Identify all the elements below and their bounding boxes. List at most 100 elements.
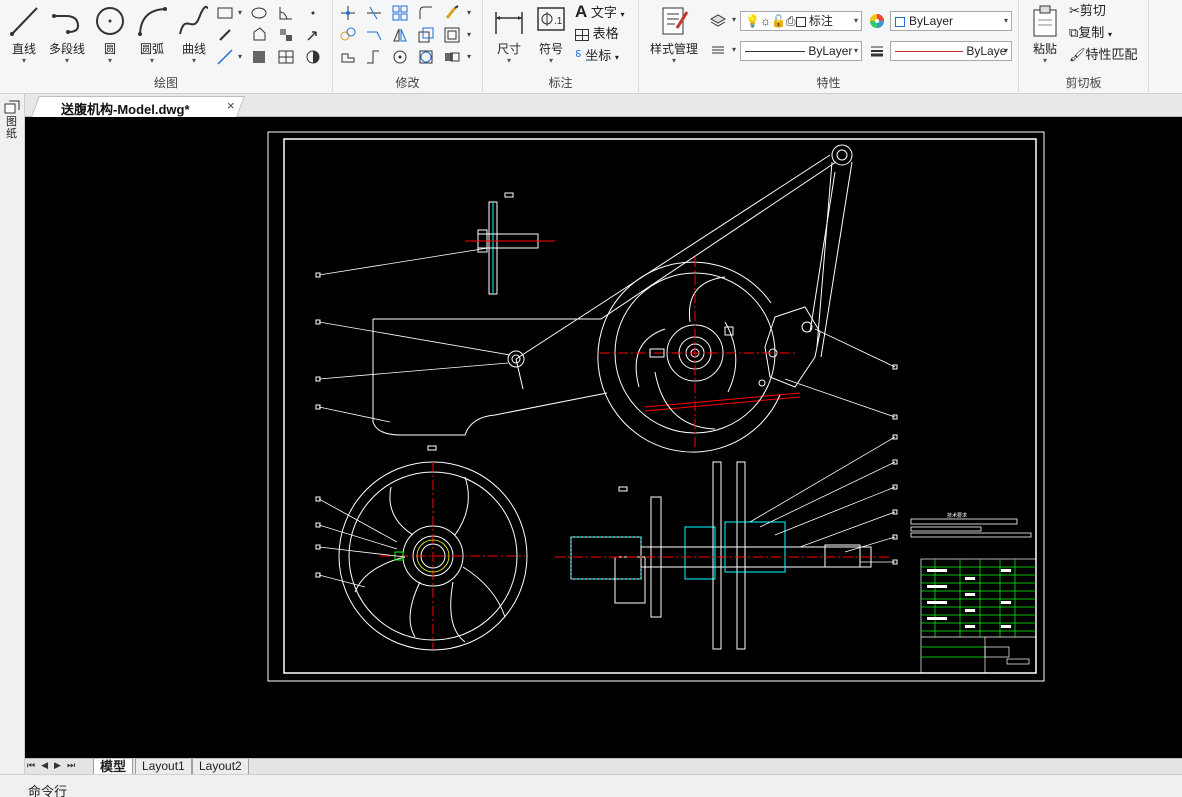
style-manager-button[interactable]: 样式管理 ▾ [643, 4, 705, 66]
layers-icon [709, 14, 727, 27]
chevron-down-icon[interactable]: ▾ [732, 45, 737, 54]
dimension-button[interactable]: 尺寸 ▾ [489, 4, 529, 66]
wipeout-icon [306, 50, 320, 64]
clipboard-panel: 粘贴 ▾ ✂剪切 ⧉复制 ▾ 🖌特性匹配 剪切板 [1019, 0, 1149, 94]
coordinate-button[interactable]: ⸹ 坐标 ▾ [575, 46, 619, 66]
text-button[interactable]: A 文字 ▾ [575, 2, 625, 22]
ellipse-tool[interactable] [250, 4, 270, 22]
copy-objects-icon [340, 27, 356, 41]
boundary-tool[interactable] [250, 48, 270, 66]
wipeout-tool[interactable] [304, 48, 324, 66]
svg-text:.1: .1 [554, 16, 563, 27]
table-button[interactable]: 表格 [575, 24, 619, 44]
extend-icon [367, 31, 382, 41]
tab-layout1[interactable]: Layout1 [135, 759, 192, 775]
rectangle-icon [217, 7, 233, 19]
extend-tool[interactable] [365, 26, 385, 44]
document-tab-label[interactable]: 送腹机构-Model.dwg* [61, 102, 190, 117]
mirror-tool[interactable] [391, 26, 411, 44]
explode-tool[interactable] [417, 48, 437, 66]
block-tool[interactable] [277, 26, 297, 44]
point-tool[interactable] [304, 4, 324, 22]
copy-tool[interactable] [339, 26, 359, 44]
color-combo-value: ByLayer [909, 14, 954, 28]
layout-nav-arrows[interactable]: ⏮◀▶⏭ [27, 760, 82, 770]
circle-label: 圆 [103, 42, 116, 56]
lineweight-combo[interactable]: ByLaye ▾ [890, 41, 1012, 61]
command-line[interactable]: 命令行 [0, 774, 1182, 797]
array-tool[interactable] [391, 4, 411, 22]
brush-icon [445, 5, 459, 19]
chevron-down-icon[interactable]: ▾ [238, 52, 243, 61]
color-wheel-tool[interactable] [868, 12, 888, 30]
table-tool[interactable] [277, 48, 297, 66]
chevron-down-icon[interactable]: ▾ [467, 52, 472, 61]
dimension-label: 尺寸 [496, 42, 521, 56]
join-tool[interactable] [443, 48, 463, 66]
paste-icon [1033, 5, 1057, 37]
circle-button[interactable]: 圆 ▾ [90, 4, 130, 66]
clipboard-panel-title: 剪切板 [1065, 76, 1102, 90]
join-icon [445, 52, 460, 62]
construction-line-tool[interactable] [216, 48, 236, 66]
chevron-down-icon[interactable]: ▾ [732, 15, 737, 24]
sheet-set-label[interactable]: 图纸 [6, 116, 17, 140]
arc-button[interactable]: 圆弧 ▾ [132, 4, 172, 66]
region-tool[interactable] [250, 26, 270, 44]
offset-tool[interactable] [443, 26, 463, 44]
properties-panel: 样式管理 ▾ ▾ ▾ 💡☼🔓⎙ 标注 ▾ ByLayer ▾ ByLayer ▾… [639, 0, 1019, 94]
copy-button[interactable]: ⧉复制 ▾ [1069, 23, 1112, 43]
chevron-down-icon: ▾ [149, 56, 154, 65]
paste-button[interactable]: 粘贴 ▾ [1025, 4, 1065, 66]
tab-model[interactable]: 模型 [93, 759, 134, 775]
chevron-down-icon[interactable]: ▾ [467, 8, 472, 17]
scale-tool[interactable] [417, 26, 437, 44]
printer-icon: ⎙ [785, 14, 796, 28]
text-label: 文字 [590, 5, 617, 20]
drawing-svg[interactable]: 技术要求 [25, 117, 1182, 758]
lineweight-tool[interactable] [868, 42, 888, 60]
chevron-down-icon[interactable]: ▾ [238, 8, 243, 17]
draw-panel-title: 绘图 [153, 76, 178, 90]
title-block [920, 558, 1037, 674]
cut-button[interactable]: ✂剪切 [1069, 1, 1106, 21]
spline-button[interactable]: 曲线 ▾ [174, 4, 214, 66]
match-properties-button[interactable]: 🖌特性匹配 [1069, 45, 1138, 65]
chevron-down-icon[interactable]: ▾ [467, 30, 472, 39]
sheet-set-icon[interactable] [4, 100, 20, 114]
pick-tool[interactable] [304, 26, 324, 44]
polyline-button[interactable]: 多段线 ▾ [46, 4, 88, 66]
properties-panel-title: 特性 [816, 76, 841, 90]
construction-line-icon [217, 49, 233, 65]
angle-tool[interactable] [277, 4, 297, 22]
rotate-tool[interactable] [391, 48, 411, 66]
drawing-canvas[interactable]: 技术要求 [25, 117, 1182, 758]
layer-combo[interactable]: 💡☼🔓⎙ 标注 ▾ [740, 11, 862, 31]
table-icon [575, 28, 589, 41]
chevron-down-icon: ▾ [506, 56, 511, 65]
tab-layout2[interactable]: Layout2 [192, 759, 249, 775]
fillet-tool[interactable] [417, 4, 437, 22]
break-tool[interactable] [365, 48, 385, 66]
stretch-icon [341, 53, 355, 63]
layer-manager-tool[interactable] [709, 11, 729, 29]
match-tool[interactable] [443, 4, 463, 22]
line-button[interactable]: 直线 ▾ [4, 4, 44, 66]
arc-icon [138, 7, 167, 36]
move-tool[interactable] [339, 4, 359, 22]
text-a-icon: A [575, 2, 588, 21]
close-icon[interactable]: × [227, 98, 235, 113]
paste-label: 粘贴 [1032, 42, 1057, 56]
chevron-down-icon: ▾ [614, 53, 619, 62]
trim-tool[interactable] [365, 4, 385, 22]
color-combo[interactable]: ByLayer ▾ [890, 11, 1012, 31]
layout-tab-bar: ⏮◀▶⏭ 模型 Layout1 Layout2 [25, 758, 1182, 775]
symbol-button[interactable]: .1 符号 ▾ [531, 4, 571, 66]
rectangle-tool[interactable] [216, 4, 236, 22]
linetype-combo[interactable]: ByLayer ▾ [740, 41, 862, 61]
hatch-tool[interactable] [216, 26, 236, 44]
wheel-bottom [338, 461, 528, 651]
symbol-icon: .1 [537, 7, 565, 31]
stretch-tool[interactable] [339, 48, 359, 66]
match-layer-tool[interactable] [709, 41, 729, 59]
